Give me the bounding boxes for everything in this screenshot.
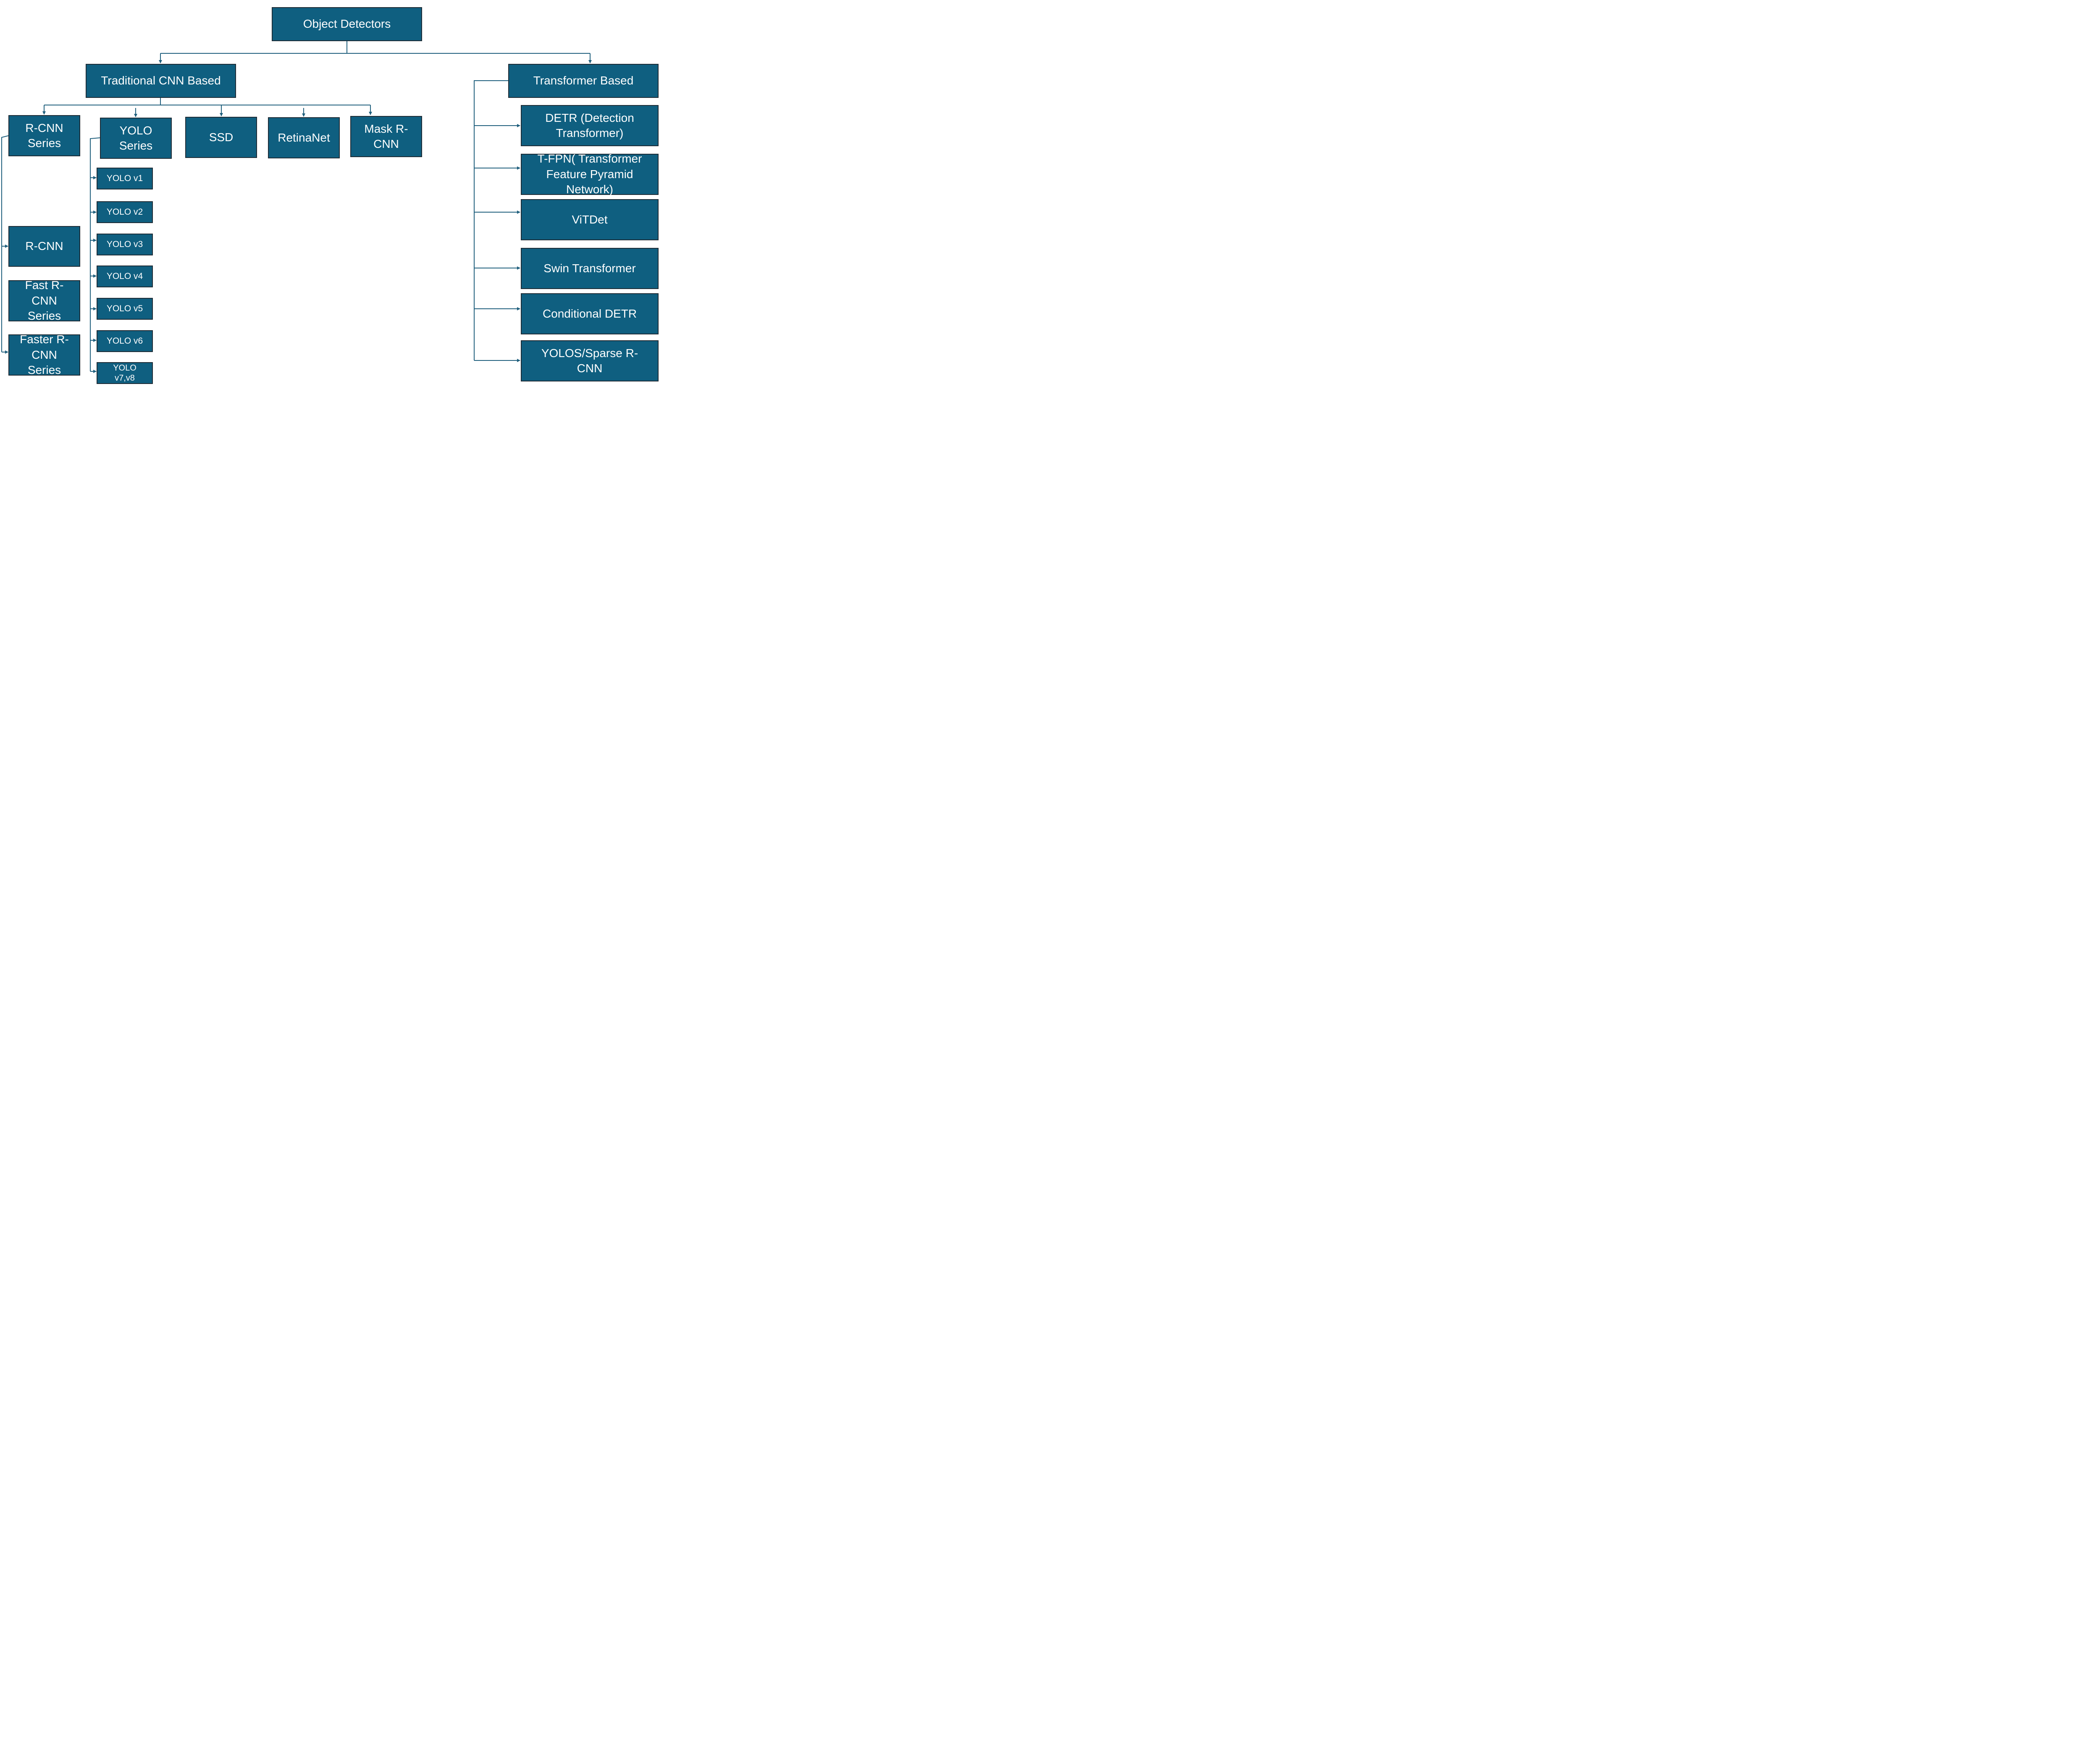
connector-lines <box>1 41 592 373</box>
node-label: Swin Transformer <box>543 261 636 275</box>
node-swin-transformer: Swin Transformer <box>521 248 659 289</box>
node-label: YOLO v1 <box>106 174 143 184</box>
node-t-fpn: T-FPN( Transformer Feature Pyramid Netwo… <box>521 152 659 196</box>
node-label: YOLO v4 <box>106 271 143 281</box>
node-label: YOLO v7,v8 <box>113 363 136 383</box>
node-label: Conditional DETR <box>542 307 637 320</box>
node-label: Traditional CNN Based <box>101 74 221 87</box>
node-rcnn-series: R-CNN Series <box>8 115 80 156</box>
node-yolo-v6: YOLO v6 <box>97 330 153 352</box>
yolo-spine-line <box>90 137 100 371</box>
node-rcnn: R-CNN <box>8 226 80 267</box>
node-traditional-cnn: Traditional CNN Based <box>86 64 236 98</box>
node-label: R-CNN Series <box>25 121 63 150</box>
node-label: YOLO Series <box>119 124 153 152</box>
node-fast-rcnn-series: Fast R-CNN Series <box>8 279 80 323</box>
node-yolo-v4: YOLO v4 <box>97 266 153 287</box>
node-transformer-based: Transformer Based <box>508 64 659 98</box>
node-label: YOLO v2 <box>106 207 143 217</box>
node-yolo-series: YOLO Series <box>100 118 172 159</box>
node-label: YOLOS/Sparse R-CNN <box>541 346 638 375</box>
node-retinanet: RetinaNet <box>268 117 340 158</box>
node-label: YOLO v3 <box>106 239 143 250</box>
node-yolo-v5: YOLO v5 <box>97 298 153 320</box>
node-label: ViTDet <box>572 213 608 226</box>
node-label: YOLO v5 <box>106 304 143 314</box>
node-label: Transformer Based <box>533 74 634 87</box>
node-label: Object Detectors <box>303 17 391 31</box>
node-yolo-v1: YOLO v1 <box>97 168 153 189</box>
node-label: Mask R-CNN <box>364 122 408 150</box>
node-detr: DETR (Detection Transformer) <box>521 105 659 146</box>
node-yolo-v3: YOLO v3 <box>97 234 153 255</box>
node-yolo-v7-v8: YOLO v7,v8 <box>97 362 153 384</box>
node-label: SSD <box>209 130 234 144</box>
node-faster-rcnn-series: Faster R-CNN Series <box>8 333 80 377</box>
node-yolo-v2: YOLO v2 <box>97 201 153 223</box>
node-label: Fast R-CNN Series <box>25 279 64 323</box>
node-conditional-detr: Conditional DETR <box>521 293 659 334</box>
node-label: DETR (Detection Transformer) <box>545 111 634 139</box>
object-detector-taxonomy-diagram: Object Detectors Traditional CNN Based T… <box>0 0 659 391</box>
node-label: YOLO v6 <box>106 336 143 346</box>
node-object-detectors: Object Detectors <box>272 7 422 41</box>
node-label: Faster R-CNN Series <box>20 333 69 377</box>
node-label: T-FPN( Transformer Feature Pyramid Netwo… <box>537 152 642 196</box>
node-yolos-sparse-rcnn: YOLOS/Sparse R-CNN <box>521 340 659 381</box>
node-label: R-CNN <box>25 239 63 253</box>
rcnn-spine-line <box>1 135 9 352</box>
node-label: RetinaNet <box>278 131 330 144</box>
transformer-spine-line <box>474 80 508 360</box>
node-ssd: SSD <box>185 117 257 158</box>
node-vitdet: ViTDet <box>521 199 659 240</box>
node-mask-rcnn: Mask R-CNN <box>350 116 422 157</box>
